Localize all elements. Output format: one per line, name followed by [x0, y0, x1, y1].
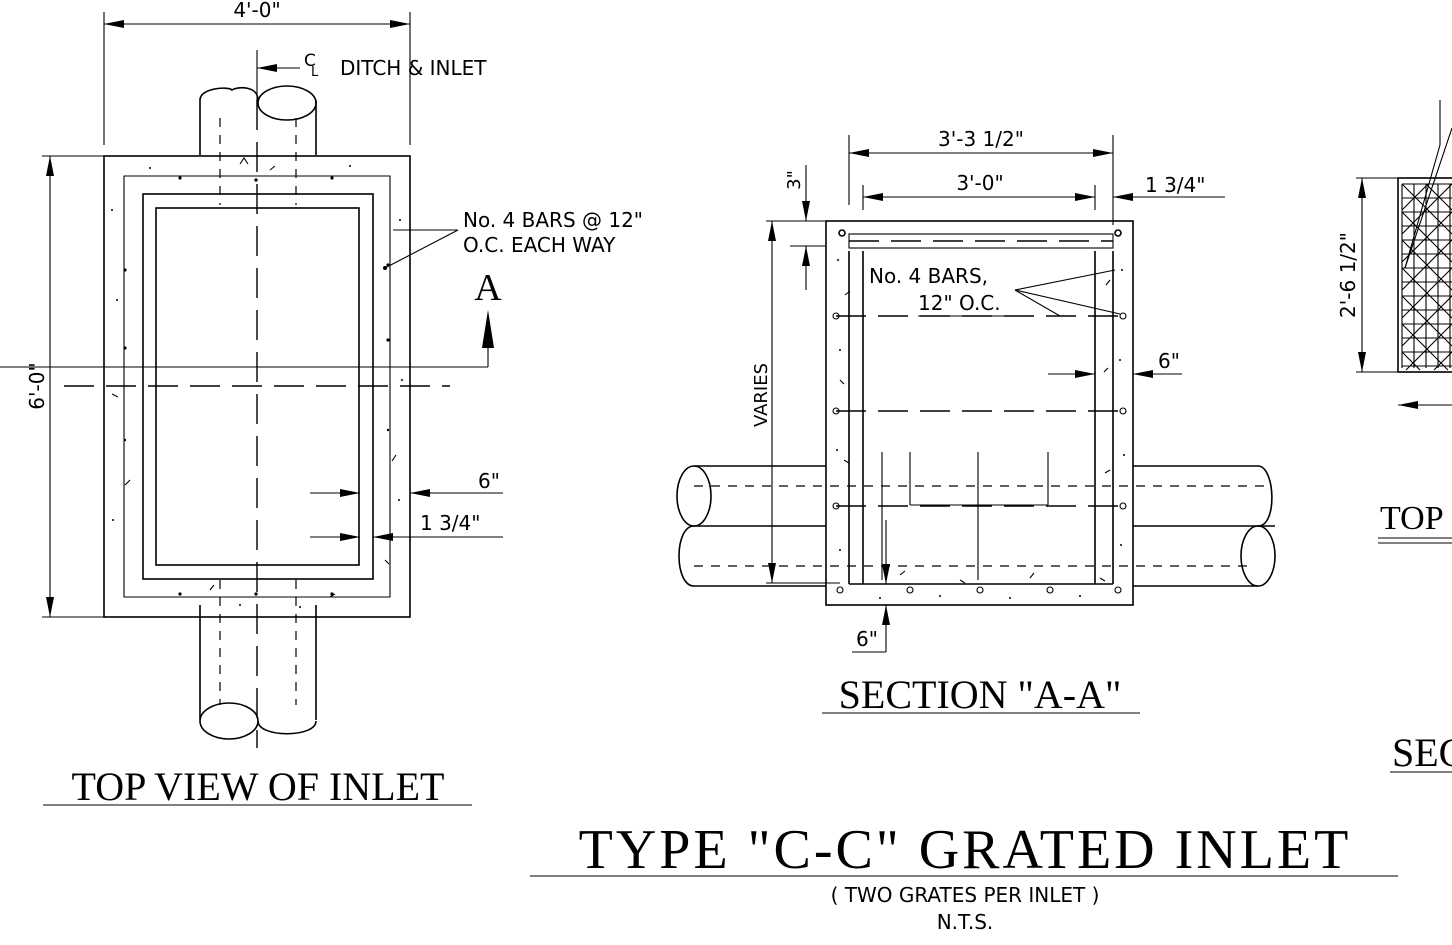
right-panel: 2'-6 1/2" TOP SEC: [1336, 100, 1452, 775]
section-rebar-note-line1: No. 4 BARS,: [869, 264, 988, 288]
title-block: TYPE "C-C" GRATED INLET ( TWO GRATES PER…: [530, 819, 1398, 934]
right-top-title-partial: TOP: [1380, 500, 1444, 537]
drawing-subtitle: ( TWO GRATES PER INLET ): [831, 883, 1100, 907]
section-aa-title: SECTION "A-A": [839, 672, 1122, 717]
section-floor-dimension: 6": [856, 627, 878, 651]
centerline-symbol: C: [304, 51, 316, 71]
top-width-dimension: 4'-0": [233, 0, 280, 22]
centerline-symbol-sub: L: [311, 65, 319, 80]
rebar-markers: [832, 312, 1127, 594]
top-rebar-note-line2: O.C. EACH WAY: [463, 233, 616, 257]
grate-crosshatch: [1401, 183, 1452, 371]
section-inner-dimension: 3'-0": [956, 171, 1003, 195]
section-wall-dimension: 6": [1158, 349, 1180, 373]
section-rebar-note-line2: 12" O.C.: [918, 291, 1001, 315]
top-ledge-dimension: 1 3/4": [420, 511, 480, 535]
section-grate-dimension: 3": [784, 170, 805, 190]
drawing-title: TYPE "C-C" GRATED INLET: [579, 819, 1352, 881]
grate-width-dimension: 2'-6 1/2": [1336, 232, 1360, 318]
top-view: 4'-0" C L DITCH & INLET: [0, 0, 643, 809]
section-marker-a: A: [474, 267, 502, 309]
top-rebar-note-line1: No. 4 BARS @ 12": [463, 208, 643, 232]
scale-note: N.T.S.: [937, 910, 994, 934]
concrete-hatch-section: [836, 259, 1125, 599]
centerline-label: DITCH & INLET: [340, 56, 487, 80]
concrete-hatch-top: [111, 157, 403, 608]
top-view-title: TOP VIEW OF INLET: [72, 764, 445, 809]
section-ledge-dimension: 1 3/4": [1145, 173, 1205, 197]
right-section-title-partial: SEC: [1392, 730, 1452, 775]
top-length-dimension: 6'-0": [25, 362, 49, 409]
section-outer-dimension: 3'-3 1/2": [938, 127, 1024, 151]
section-depth-label: VARIES: [751, 363, 772, 427]
top-wall-dimension: 6": [478, 469, 500, 493]
section-aa: 3'-3 1/2" 3'-0" 1 3/4" 3" VARIES: [676, 127, 1276, 717]
